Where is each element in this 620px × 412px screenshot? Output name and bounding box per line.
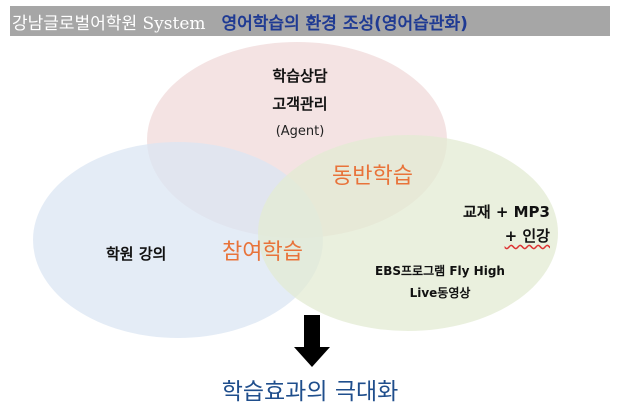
consulting-line3: (Agent) — [275, 124, 325, 139]
ebs-line1: EBS프로그램 Fly High — [375, 264, 505, 278]
ebs-label: EBS프로그램 Fly High Live동영상 — [360, 260, 520, 304]
consulting-line1: 학습상담 — [272, 67, 328, 85]
down-arrow-icon — [294, 347, 330, 367]
consulting-label: 학습상담 고객관리 (Agent) — [240, 62, 360, 146]
circle-materials — [258, 135, 558, 331]
circle-lecture — [33, 142, 323, 338]
consulting-line2: 고객관리 — [272, 95, 328, 113]
lecture-label: 학원 강의 — [106, 245, 167, 263]
ebs-line2: Live동영상 — [409, 286, 471, 300]
title-system: 강남글로벌어학원 System — [12, 13, 206, 34]
companion-learning-label: 동반학습 — [332, 164, 413, 189]
materials-line1: 교재 + MP3 — [463, 203, 550, 221]
title-subject: 영어학습의 환경 조성(영어습관화) — [221, 13, 468, 34]
participation-learning-label: 참여학습 — [222, 240, 303, 265]
down-arrow-shaft — [304, 315, 320, 349]
materials-label: 교재 + MP3 + 인강 — [380, 200, 550, 248]
title-bar: 강남글로벌어학원 System 영어학습의 환경 조성(영어습관화) — [10, 6, 610, 36]
materials-line2: + 인강 — [504, 227, 550, 245]
result-text: 학습효과의 극대화 — [221, 379, 399, 405]
